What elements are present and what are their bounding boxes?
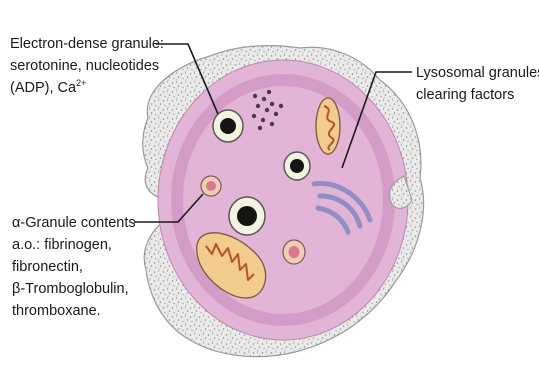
dense-granule-center	[229, 197, 265, 235]
label-lysosomal-line-1: Lysosomal granules:	[416, 62, 539, 84]
label-alpha-granule-line-2: a.o.: fibrinogen,	[12, 234, 136, 256]
label-dense-granule-line-3-text: (ADP), Ca	[10, 80, 76, 96]
label-dense-granule-line-2: serotonine, nucleotides	[10, 55, 164, 77]
label-alpha-granule-line-4: β-Tromboglobulin,	[12, 278, 136, 300]
dense-granule-top	[213, 110, 243, 142]
alpha-granule-left	[201, 176, 221, 196]
mitochondrion-top	[316, 98, 340, 154]
label-dense-granule-line-1: Electron-dense granule:	[10, 33, 164, 55]
label-alpha-granule: α-Granule contents a.o.: fibrinogen, fib…	[12, 212, 136, 322]
label-alpha-granule-line-5: thromboxane.	[12, 300, 136, 322]
label-alpha-granule-line-1: α-Granule contents	[12, 212, 136, 234]
dense-granule-right	[284, 152, 310, 180]
label-dense-granule-superscript: 2+	[76, 78, 86, 88]
label-lysosomal-line-2: clearing factors	[416, 84, 539, 106]
label-dense-granule-line-3: (ADP), Ca2+	[10, 77, 164, 99]
label-dense-granule: Electron-dense granule: serotonine, nucl…	[10, 33, 164, 99]
platelet-cytoplasm	[158, 60, 408, 340]
alpha-granule-bottom	[283, 240, 305, 264]
label-alpha-granule-line-3: fibronectin,	[12, 256, 136, 278]
label-lysosomal: Lysosomal granules: clearing factors	[416, 62, 539, 106]
